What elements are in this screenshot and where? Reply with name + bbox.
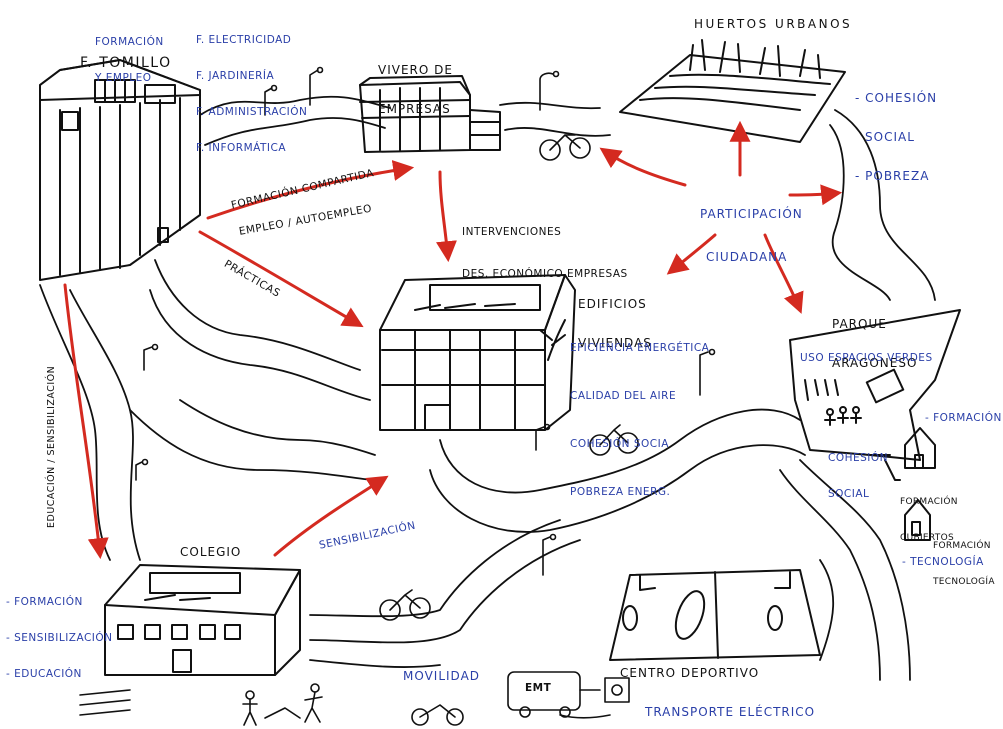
huertos-benefits: - COHESIÓN SOCIAL - POBREZA xyxy=(855,66,937,196)
intervenciones-label: INTERVENCIONES DES. ECONÓMICO EMPRESAS xyxy=(462,202,628,292)
vivero-line-2: EMPRESAS xyxy=(378,102,451,116)
cubiertos-line-1: FORMACIÓN xyxy=(900,497,958,507)
tomillo-area-2: F. JARDINERÍA xyxy=(196,70,275,82)
colegio-benefit-2: - SENSIBILIZACIÓN xyxy=(6,632,113,644)
edificios-benefit-3: COHESIÓN SOCIA xyxy=(570,438,669,450)
intervenciones-line-2: DES. ECONÓMICO EMPRESAS xyxy=(462,268,628,280)
tecnologia-line-2: TECNOLOGÍA xyxy=(933,577,995,587)
colegio-title: COLEGIO xyxy=(180,545,242,559)
bicycles xyxy=(379,134,639,621)
participacion-line-2: CIUDADANA xyxy=(706,250,788,264)
street-lamps xyxy=(135,66,716,576)
participacion-line-1: PARTICIPACIÓN xyxy=(700,207,803,221)
tecnologia-label: - TECNOLOGÍA xyxy=(902,556,984,568)
tomillo-title: F. TOMILLO xyxy=(80,55,172,71)
participacion-label: PARTICIPACIÓN CIUDADANA xyxy=(700,182,803,277)
tomillo-areas-list: F. ELECTRICIDAD F. JARDINERÍA F. ADMINIS… xyxy=(196,10,307,166)
formacion-empleo-label: FORMACIÓN Y EMPLEO xyxy=(95,12,164,96)
edificios-drawing xyxy=(379,274,576,431)
tomillo-area-3: F. ADMINISTRACIÓN xyxy=(196,106,308,118)
colegio-benefit-3: - EDUCACIÓN xyxy=(6,668,82,680)
colegio-drawing xyxy=(104,564,301,676)
tecnologia-line-1: FORMACIÓN xyxy=(933,541,991,551)
formacion-empleo-line-2: Y EMPLEO xyxy=(95,72,152,84)
cohesion-line-1: COHESIÓN xyxy=(828,452,889,464)
edificios-line-1: EDIFICIOS xyxy=(578,297,647,311)
educacion-label: EDUCACIÓN / SENSIBILIZACIÓN xyxy=(46,365,57,528)
edificios-line-2: VIVIENDAS xyxy=(578,336,652,350)
emt-label: EMT xyxy=(525,682,552,694)
colegio-benefits: - FORMACIÓN - SENSIBILIZACIÓN - EDUCACIÓ… xyxy=(6,572,113,692)
movilidad-label: MOVILIDAD xyxy=(403,669,481,683)
edificios-title: EDIFICIOS VIVIENDAS xyxy=(578,272,652,363)
edificios-benefit-4: POBREZA ENERG. xyxy=(570,486,671,498)
cohesion-line-2: SOCIAL xyxy=(828,488,870,500)
parque-line-2: ARAGONESO xyxy=(832,356,918,370)
vivero-line-1: VIVERO DE xyxy=(378,63,453,77)
vivero-building-drawing xyxy=(359,75,501,153)
edificios-benefit-1: EFICIENCIA ENERGÉTICA xyxy=(570,342,710,354)
centro-deportivo-title: CENTRO DEPORTIVO xyxy=(620,666,760,680)
huertos-title: HUERTOS URBANOS xyxy=(694,17,853,31)
red-arrows xyxy=(63,120,843,560)
huertos-drawing xyxy=(619,39,846,143)
tomillo-area-1: F. ELECTRICIDAD xyxy=(196,34,292,46)
centro-deportivo-drawing xyxy=(609,569,821,661)
huertos-benefit-3: - POBREZA xyxy=(855,169,930,183)
parque-title: PARQUE ARAGONESO xyxy=(832,292,917,383)
roads xyxy=(39,95,936,681)
formacion-tecnologia-label: FORMACIÓN TECNOLOGÍA xyxy=(933,516,995,600)
cohesion-social-label: COHESIÓN SOCIAL xyxy=(828,428,888,512)
tomillo-area-4: F. INFORMÁTICA xyxy=(196,142,287,154)
formacion-cubiertos-label: FORMACIÓN CUBIERTOS xyxy=(900,472,958,556)
cubiertos-line-2: CUBIERTOS xyxy=(900,533,954,543)
huertos-benefit-2: SOCIAL xyxy=(865,130,915,144)
parque-drawing xyxy=(789,309,961,461)
people-drawing xyxy=(79,683,323,726)
tomillo-building-drawing xyxy=(39,59,201,281)
edificios-benefits: EFICIENCIA ENERGÉTICA CALIDAD DEL AIRE C… xyxy=(570,308,709,516)
formacion-empleo-line-1: FORMACIÓN xyxy=(95,36,164,48)
edificios-benefit-2: CALIDAD DEL AIRE xyxy=(570,390,677,402)
transport-drawing xyxy=(411,671,630,726)
intervenciones-line-1: INTERVENCIONES xyxy=(462,226,562,238)
colegio-benefit-1: - FORMACIÓN xyxy=(6,596,83,608)
parque-line-1: PARQUE xyxy=(832,317,887,331)
vivero-title: VIVERO DE EMPRESAS xyxy=(378,38,453,129)
formacion-right-label: - FORMACIÓN xyxy=(925,412,1002,424)
transporte-label: TRANSPORTE ELÉCTRICO xyxy=(645,705,816,719)
uso-espacios-label: USO ESPACIOS VERDES xyxy=(800,352,933,364)
huertos-benefit-1: - COHESIÓN xyxy=(855,91,938,105)
houses-drawing xyxy=(869,427,936,541)
